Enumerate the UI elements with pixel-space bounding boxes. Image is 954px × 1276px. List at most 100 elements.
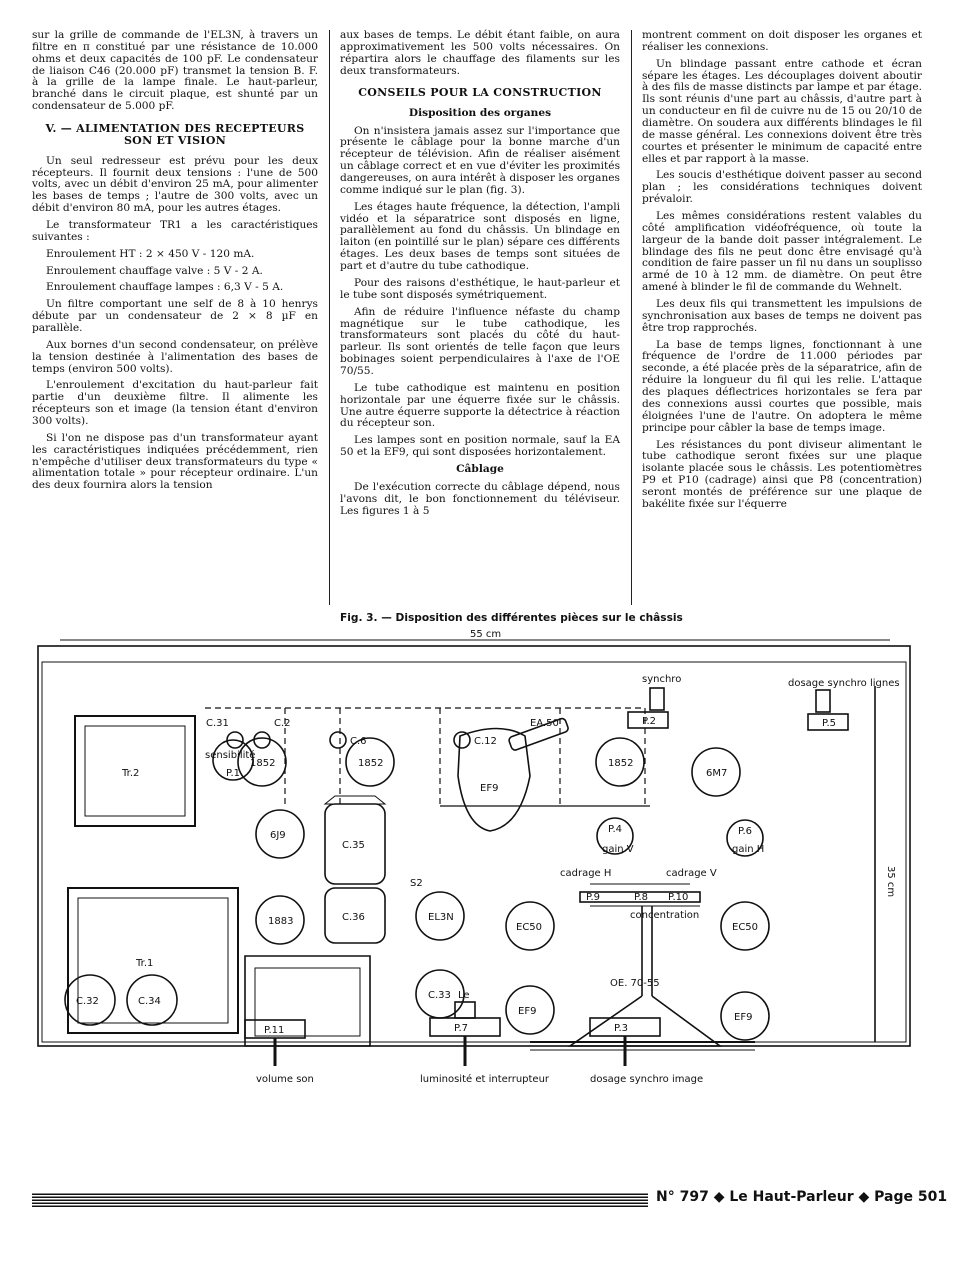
subheading: Disposition des organes [408,106,552,119]
label-ef9-a: EF9 [480,783,498,794]
capacitor-c36 [324,887,386,944]
label-el3n: EL3N [428,912,454,923]
cadrage-plate [579,891,701,903]
tube-el3n [415,891,465,941]
socket-potentiometer-p1 [212,739,254,781]
paragraph: Les mêmes considérations restent valable… [642,210,922,294]
label-p9: P.9 [586,892,600,903]
transformer-tr2-core [84,725,186,817]
capacitor-c12 [453,731,471,749]
label-p8: P.8 [634,892,648,903]
paragraph: Un filtre comportant une self de 8 à 10 … [32,298,318,334]
tube-1883 [255,895,305,945]
switch-le [454,1001,476,1019]
label-synchro: synchro [642,674,681,685]
label-sensibilite: sensibilité [205,749,255,761]
label-tr1: Tr.1 [135,958,153,969]
tube-ef9-b [505,985,555,1035]
text-column-1: sur la grille de commande de l'EL3N, à t… [32,29,318,497]
text-column-2: aux bases de temps. Le débit étant faibl… [340,29,620,522]
label-1883: 1883 [268,916,293,927]
column-divider [631,30,632,605]
paragraph: Si l'on ne dispose pas d'un transformate… [32,431,318,492]
text-column-3: montrent comment on doit disposer les or… [642,29,922,516]
label-concentration: concentration [630,910,699,921]
section-heading: CONSEILS POUR LA CONSTRUCTION [358,86,602,100]
label-p6: P.6 [738,826,752,837]
transformer-tr1-core [77,897,229,1024]
potentiometer-p5 [807,713,849,731]
paragraph: Pour des raisons d'esthétique, le haut-p… [340,276,620,301]
tube-1852-a [237,737,287,787]
paragraph: Un blindage passant entre cathode et écr… [642,57,922,165]
tube-ef9-horizontal [457,727,531,832]
paragraph: Les lampes sont en position normale, sau… [340,434,620,459]
label-ef9-b: EF9 [518,1006,536,1017]
tube-ec50-a [505,901,555,951]
paragraph: On n'insistera jamais assez sur l'import… [340,124,620,196]
paragraph: aux bases de temps. Le débit étant faibl… [340,29,620,77]
label-1852-b: 1852 [358,758,383,769]
label-gain-h: gain H [732,844,764,855]
paragraph: Aux bornes d'un second condensateur, on … [32,338,318,375]
paragraph: Les soucis d'esthétique doivent passer a… [642,169,922,206]
tube-1852-b [345,737,395,787]
width-dimension-label: 55 cm [470,629,501,640]
subheading: Câblage [456,462,504,475]
label-p10: P.10 [668,892,688,903]
paragraph: Les deux fils qui transmettent les impul… [642,298,922,334]
shaft-dosage-synchro [815,689,831,713]
label-volume-son: volume son [256,1074,314,1085]
label-le: Le [458,990,470,1001]
speaker-frame [244,955,371,1047]
label-p2: P.2 [642,716,656,727]
footer-rule [32,1193,648,1207]
label-c36: C.36 [342,912,365,923]
label-p11: P.11 [264,1025,284,1036]
label-tr2: Tr.2 [121,768,139,779]
label-p3: P.3 [614,1023,628,1034]
label-6j9: 6J9 [270,830,286,841]
tube-6m7 [691,747,741,797]
page-footer: N° 797 ◆ Le Haut-Parleur ◆ Page 501 [656,1189,948,1205]
label-p7: P.7 [454,1023,468,1034]
paragraph: Enroulement chauffage lampes : 6,3 V - 5… [46,281,284,294]
label-ec50-a: EC50 [516,922,542,933]
label-c2: C.2 [274,718,291,729]
label-1852-a: 1852 [250,758,275,769]
label-p1: P.1 [226,768,240,779]
paragraph: Enroulement chauffage valve : 5 V - 2 A. [46,264,263,277]
paragraph: Enroulement HT : 2 × 450 V - 120 mA. [46,247,255,260]
capacitor-c35-top [323,795,387,805]
potentiometer-p4 [596,817,634,855]
capacitor-c34 [126,974,178,1026]
label-1852-c: 1852 [608,758,633,769]
potentiometer-p2 [627,711,669,729]
tube-1852-c [595,737,645,787]
label-c34: C.34 [138,996,161,1007]
paragraph: Le tube cathodique est maintenu en posit… [340,381,620,430]
speaker-cone [254,967,361,1037]
paragraph: sur la grille de commande de l'EL3N, à t… [32,29,318,113]
figure-caption: Fig. 3. — Disposition des différentes pi… [340,612,683,624]
label-cadrage-h: cadrage H [560,868,611,879]
paragraph: Un seul redresseur est prévu pour les de… [32,154,318,215]
label-s2: S2 [410,878,423,889]
section-heading: V. — ALIMENTATION DES RECEPTEURS SON ET … [45,122,305,148]
capacitor-c2 [253,731,271,749]
tube-ef9-c [720,991,770,1041]
tube-6j9 [255,809,305,859]
capacitor-c32 [64,974,116,1026]
tube-ea50 [508,717,569,751]
label-gain-v: gain V [602,844,634,855]
paragraph: Afin de réduire l'influence néfaste du c… [340,305,620,377]
paragraph: montrent comment on doit disposer les or… [642,29,922,53]
transformer-tr1 [67,887,239,1034]
transformer-tr2 [74,715,196,827]
paragraph: L'enroulement d'excitation du haut-parle… [32,379,318,427]
label-c33: C.33 [428,990,451,1001]
paragraph: Le transformateur TR1 a les caractéristi… [32,218,318,243]
label-dosage-synchro-lignes: dosage synchro lignes [788,678,900,689]
depth-dimension-label: 35 cm [885,866,896,897]
label-ef9-c: EF9 [734,1012,752,1023]
